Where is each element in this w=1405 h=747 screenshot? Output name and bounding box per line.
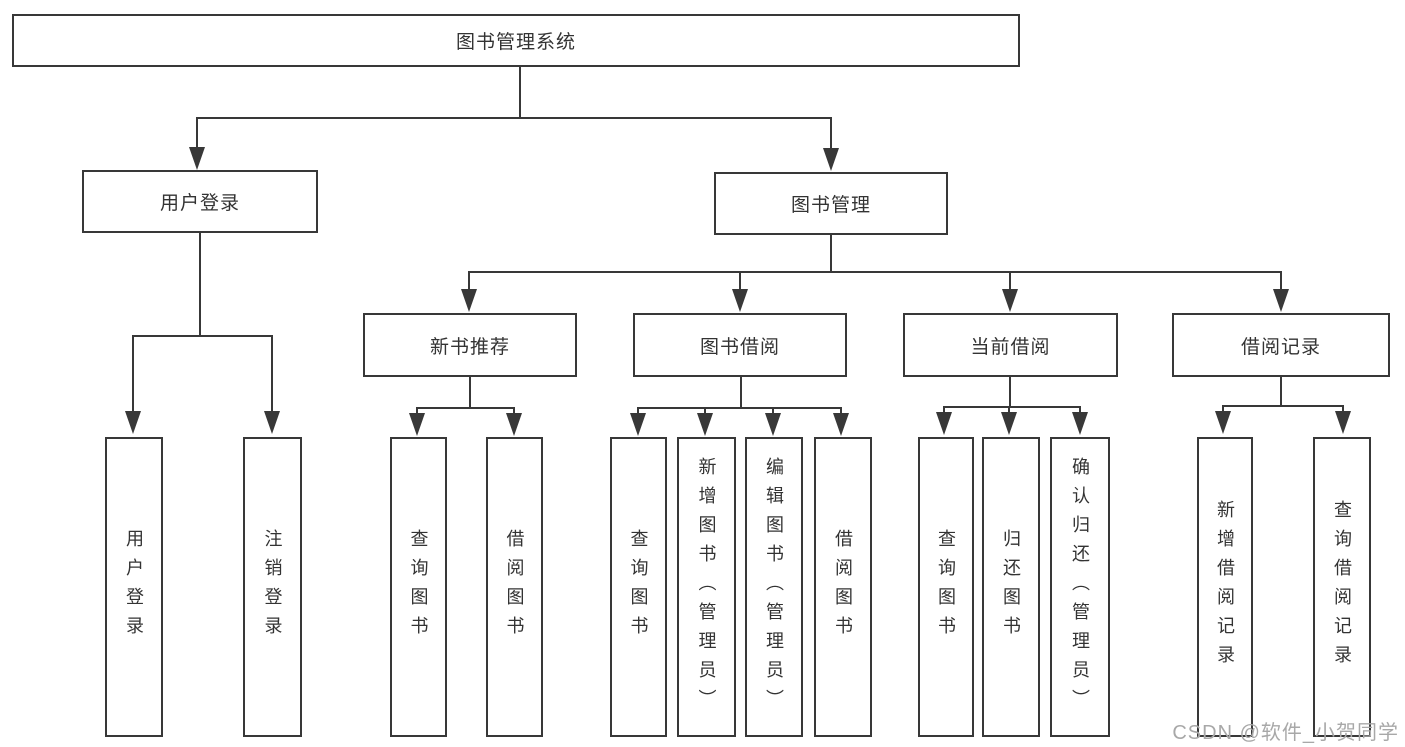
leaf-query-borrow-record: 查询借阅记录 [1313, 437, 1371, 737]
edge-borrowing-records-crossbar [1222, 405, 1344, 407]
arrowhead-leaf-borrow-books-1 [506, 413, 522, 436]
edge-to-leaf-borrow-books-1 [513, 407, 515, 415]
edge-to-leaf-query-books-2 [637, 407, 639, 415]
arrowhead-borrowing-records [1273, 289, 1289, 312]
node-borrowing-records: 借阅记录 [1172, 313, 1390, 377]
arrowhead-current-borrowing [1002, 289, 1018, 312]
leaf-add-book-admin: 新增图书（管理员） [677, 437, 736, 737]
edge-to-current-borrowing [1009, 271, 1011, 290]
edge-to-leaf-confirm-return [1079, 406, 1081, 414]
edge-book-management-stem [830, 235, 832, 271]
edge-to-leaf-user-login [132, 335, 134, 412]
edge-to-leaf-logout [271, 335, 273, 412]
leaf-user-login: 用户登录 [105, 437, 163, 737]
leaf-confirm-return-admin: 确认归还（管理员） [1050, 437, 1110, 737]
arrowhead-leaf-return-book [1001, 412, 1017, 435]
arrowhead-leaf-logout [264, 411, 280, 434]
leaf-query-books-recommend: 查询图书 [390, 437, 447, 737]
edge-user-login-stem [199, 233, 201, 335]
arrowhead-leaf-query-borrow-record [1335, 411, 1351, 434]
edge-to-leaf-edit-book [772, 407, 774, 415]
edge-new-book-rec-stem [469, 377, 471, 407]
edge-to-leaf-query-books-3 [943, 406, 945, 414]
edge-book-borrowing-crossbar [637, 407, 842, 409]
edge-current-borrowing-crossbar [943, 406, 1081, 408]
leaf-logout: 注销登录 [243, 437, 302, 737]
node-book-management: 图书管理 [714, 172, 948, 235]
edge-to-book-borrowing [739, 271, 741, 290]
arrowhead-leaf-edit-book [765, 413, 781, 436]
arrowhead-leaf-query-books-3 [936, 412, 952, 435]
arrowhead-new-book-recommendation [461, 289, 477, 312]
arrowhead-user-login [189, 147, 205, 170]
edge-current-borrowing-stem [1009, 377, 1011, 406]
arrowhead-book-borrowing [732, 289, 748, 312]
edge-new-book-rec-crossbar [416, 407, 515, 409]
edge-to-leaf-return-book [1008, 406, 1010, 414]
node-user-login: 用户登录 [82, 170, 318, 233]
edge-to-new-book-recommendation [468, 271, 470, 290]
edge-to-leaf-query-books-1 [416, 407, 418, 415]
arrowhead-leaf-query-books-2 [630, 413, 646, 436]
node-library-management-system: 图书管理系统 [12, 14, 1020, 67]
leaf-borrow-books-recommend: 借阅图书 [486, 437, 543, 737]
leaf-query-books-borrowing: 查询图书 [610, 437, 667, 737]
edge-book-borrowing-stem [740, 377, 742, 407]
edge-root-stem [519, 67, 521, 117]
arrowhead-leaf-query-books-1 [409, 413, 425, 436]
edge-to-leaf-borrow-books-2 [840, 407, 842, 415]
edge-to-leaf-query-borrow-record [1342, 405, 1344, 413]
arrowhead-leaf-user-login [125, 411, 141, 434]
edge-to-leaf-add-borrow-record [1222, 405, 1224, 413]
arrowhead-leaf-confirm-return [1072, 412, 1088, 435]
arrowhead-book-management [823, 148, 839, 171]
leaf-edit-book-admin: 编辑图书（管理员） [745, 437, 803, 737]
leaf-add-borrow-record: 新增借阅记录 [1197, 437, 1253, 737]
node-current-borrowing: 当前借阅 [903, 313, 1118, 377]
csdn-watermark: CSDN @软件_小贺同学 [1172, 722, 1399, 744]
edge-root-to-book-management [830, 117, 832, 148]
edge-user-login-crossbar [132, 335, 273, 337]
node-new-book-recommendation: 新书推荐 [363, 313, 577, 377]
node-book-borrowing: 图书借阅 [633, 313, 847, 377]
edge-to-leaf-add-book [704, 407, 706, 415]
edge-borrowing-records-stem [1280, 377, 1282, 405]
arrowhead-leaf-add-borrow-record [1215, 411, 1231, 434]
arrowhead-leaf-add-book [697, 413, 713, 436]
edge-root-crossbar [196, 117, 832, 119]
edge-book-management-crossbar [468, 271, 1282, 273]
leaf-return-book: 归还图书 [982, 437, 1040, 737]
leaf-query-books-current: 查询图书 [918, 437, 974, 737]
edge-to-borrowing-records [1280, 271, 1282, 290]
leaf-borrow-books-borrowing: 借阅图书 [814, 437, 872, 737]
arrowhead-leaf-borrow-books-2 [833, 413, 849, 436]
edge-root-to-user-login [196, 117, 198, 148]
